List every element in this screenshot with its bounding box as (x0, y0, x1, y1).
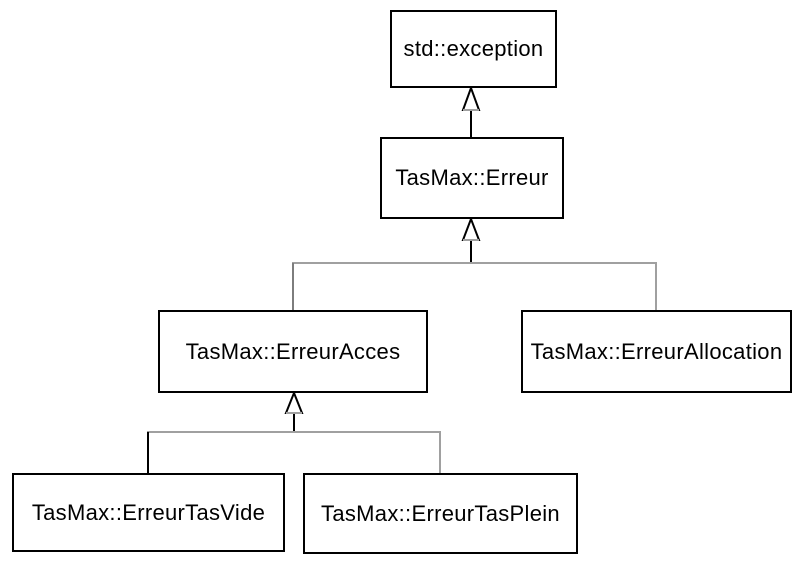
class-node-label: std::exception (403, 36, 544, 61)
class-node-std-exception: std::exception (390, 10, 557, 88)
class-node-tasmax-erreur-acces: TasMax::ErreurAcces (158, 310, 428, 393)
edge-branch-to-erreur (292, 216, 657, 310)
class-node-tasmax-erreur-tasvide: TasMax::ErreurTasVide (12, 473, 285, 552)
class-node-label: TasMax::ErreurTasVide (31, 499, 266, 525)
class-node-label: TasMax::ErreurTasPlein (321, 500, 560, 526)
class-node-label: TasMax::ErreurAllocation (530, 338, 783, 364)
generalization-arrowhead-icon (461, 85, 481, 111)
generalization-arrowhead-icon (461, 216, 481, 241)
class-node-label: TasMax::Erreur (395, 165, 549, 190)
edge-branch-to-erreur-acces (147, 390, 441, 473)
class-node-tasmax-erreur-allocation: TasMax::ErreurAllocation (521, 310, 792, 393)
class-node-tasmax-erreur: TasMax::Erreur (380, 137, 564, 219)
class-node-tasmax-erreur-tasplein: TasMax::ErreurTasPlein (303, 473, 578, 554)
edge-erreur-to-std-exception (461, 85, 481, 137)
generalization-arrowhead-icon (284, 390, 304, 414)
class-node-label: TasMax::ErreurAcces (185, 338, 401, 364)
